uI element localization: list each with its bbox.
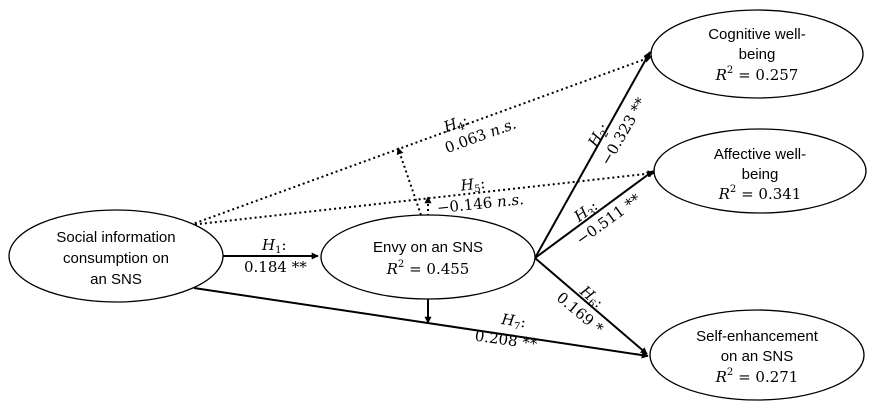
- node-envy-r2: R2 = 0.455: [386, 259, 470, 278]
- node-envy: Envy on an SNS R2 = 0.455: [320, 214, 536, 300]
- path-h4-line: [189, 55, 652, 226]
- svg-text:0.184 **: 0.184 **: [244, 258, 307, 276]
- label-h5: H5: −0.146 n.s.: [436, 174, 525, 217]
- node-affective-r2: R2 = 0.341: [718, 184, 802, 203]
- node-self-enhancement: Self-enhancement on an SNS R2 = 0.271: [649, 309, 865, 401]
- node-social-information-consumption: Social information consumption on an SNS: [8, 209, 224, 303]
- path-h7-line: [193, 287, 649, 359]
- node-affective-well-being: Affective well- being R2 = 0.341: [653, 128, 867, 214]
- label-h1: H1: 0.184 **: [244, 236, 307, 276]
- node-social-line-3: an SNS: [90, 271, 142, 288]
- node-selfenh-line-2: on an SNS: [721, 348, 794, 365]
- node-envy-line-1: Envy on an SNS: [373, 239, 483, 256]
- label-h3: H3: −0.511 **: [570, 190, 645, 249]
- node-affective-line-2: being: [742, 166, 779, 183]
- node-cognitive-line-1: Cognitive well-: [708, 26, 806, 43]
- label-h7: H7: 0.208 **: [474, 310, 539, 354]
- node-social-line-1: Social information: [56, 229, 175, 246]
- label-h2: H2: −0.323 **: [584, 94, 650, 169]
- svg-text:H5:: H5:: [459, 174, 486, 197]
- path-h3-line: [534, 170, 654, 259]
- node-cognitive-well-being: Cognitive well- being R2 = 0.257: [650, 9, 864, 99]
- node-social-line-2: consumption on: [63, 250, 169, 267]
- node-cognitive-line-2: being: [739, 46, 776, 63]
- node-cognitive-r2: R2 = 0.257: [715, 65, 799, 84]
- svg-text:H7:: H7:: [499, 310, 527, 333]
- svg-text:−0.146 n.s.: −0.146 n.s.: [436, 190, 525, 217]
- moderation-envy-h4-line: [396, 147, 422, 216]
- svg-text:H1:: H1:: [261, 236, 287, 256]
- svg-text:0.208 **: 0.208 **: [474, 327, 539, 354]
- path-h6-line: [534, 257, 648, 355]
- label-h4: H4: 0.063 n.s.: [440, 111, 518, 157]
- node-affective-line-1: Affective well-: [714, 146, 806, 163]
- node-selfenh-line-1: Self-enhancement: [696, 328, 819, 345]
- node-selfenh-r2: R2 = 0.271: [715, 367, 799, 386]
- path-h2-line: [534, 51, 651, 259]
